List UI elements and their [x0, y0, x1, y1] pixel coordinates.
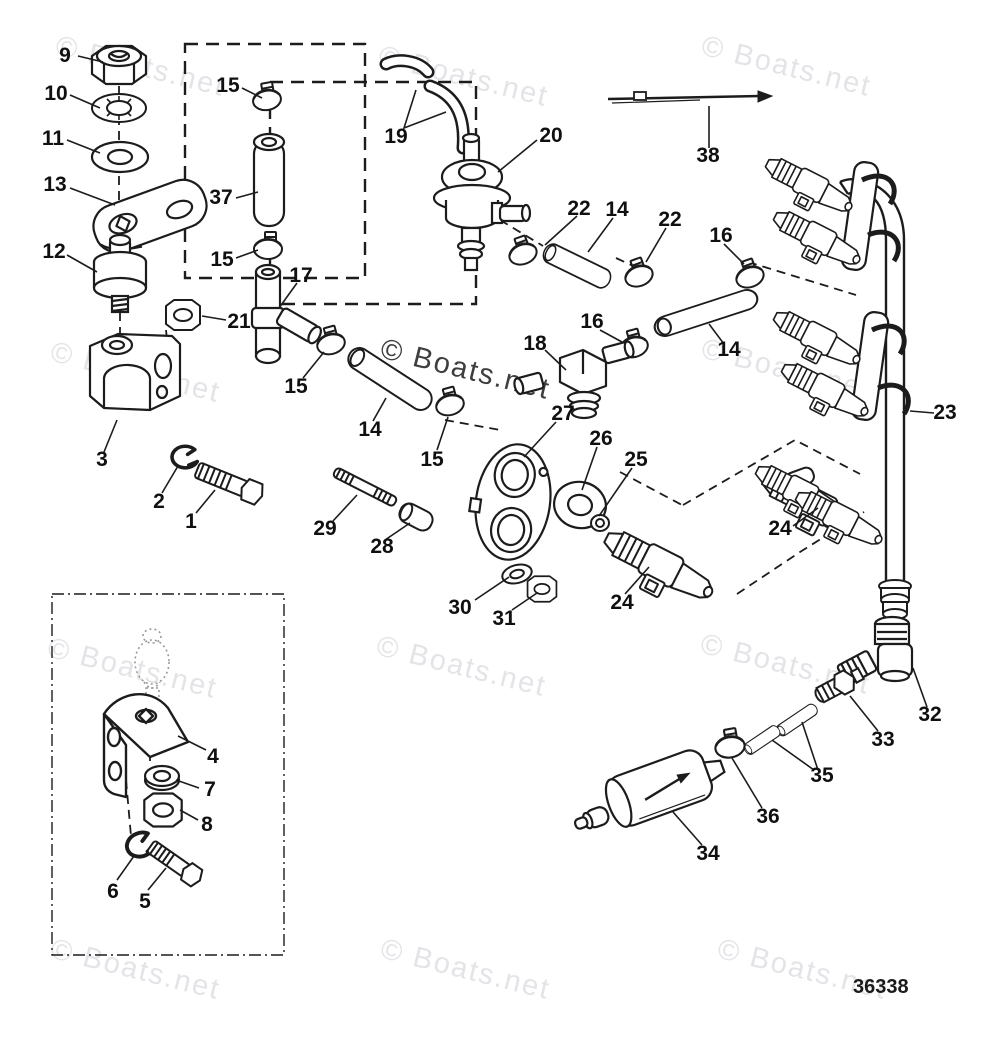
callout-38: 38	[696, 144, 720, 167]
callout-9: 9	[59, 44, 71, 67]
callout-20: 20	[539, 124, 563, 147]
callout-37: 37	[209, 186, 233, 209]
callout-18: 18	[523, 332, 547, 355]
callout-14: 14	[605, 198, 629, 221]
callout-15: 15	[210, 248, 234, 271]
fitting-33	[814, 666, 866, 704]
plate-27	[468, 443, 552, 561]
callout-5: 5	[139, 890, 151, 913]
callout-10: 10	[44, 82, 68, 105]
fuel-filter-34	[573, 749, 726, 830]
callout-16: 16	[709, 224, 733, 247]
callout-31: 31	[492, 607, 516, 630]
injector-cluster-lower	[745, 458, 889, 562]
bolt-1	[194, 462, 264, 506]
hardware-box	[51, 593, 285, 956]
ghost-pump	[134, 628, 170, 699]
ring-25	[590, 514, 610, 532]
callout-23: 23	[933, 401, 957, 424]
callout-2: 2	[153, 490, 165, 513]
leader-lines	[66, 55, 935, 891]
callout-21: 21	[227, 310, 251, 333]
callout-11: 11	[41, 127, 65, 150]
mount-12	[92, 233, 148, 314]
washer-7	[143, 764, 181, 792]
callout-8: 8	[201, 813, 213, 836]
callout-3: 3	[96, 448, 108, 471]
callout-16: 16	[580, 310, 604, 333]
callout-15: 15	[420, 448, 444, 471]
callout-13: 13	[43, 173, 67, 196]
bracket-3	[88, 332, 182, 412]
washer-11	[90, 140, 150, 174]
stud-29	[332, 467, 398, 507]
callout-29: 29	[313, 517, 337, 540]
callout-24: 24	[610, 591, 634, 614]
callout-17: 17	[289, 264, 313, 287]
nut-9	[90, 44, 148, 86]
callout-27: 27	[551, 402, 575, 425]
callout-6: 6	[107, 880, 119, 903]
injector-cluster-top	[755, 151, 901, 282]
bracket-4	[102, 693, 190, 799]
callout-30: 30	[448, 596, 472, 619]
tube-37	[252, 132, 286, 228]
tee-fitting-17	[250, 263, 322, 365]
bolt-5	[146, 840, 204, 888]
callout-32: 32	[918, 703, 942, 726]
callout-25: 25	[624, 448, 648, 471]
callout-34: 34	[696, 842, 720, 865]
callout-15: 15	[216, 74, 240, 97]
callout-7: 7	[204, 778, 216, 801]
callout-12: 12	[42, 240, 66, 263]
callout-4: 4	[207, 745, 219, 768]
callout-22: 22	[567, 197, 591, 220]
grommet-26	[553, 480, 607, 530]
injector-cluster-middle	[763, 304, 911, 434]
callout-36: 36	[756, 805, 780, 828]
pressure-regulator-20	[432, 132, 532, 272]
callout-14: 14	[358, 418, 382, 441]
tee-fitting-18	[513, 340, 635, 420]
callout-19: 19	[384, 125, 408, 148]
callout-15: 15	[284, 375, 308, 398]
callout-33: 33	[871, 728, 895, 751]
callout-28: 28	[370, 535, 394, 558]
callout-26: 26	[589, 427, 613, 450]
diagram-number: 36338	[853, 976, 909, 998]
callout-1: 1	[185, 510, 197, 533]
star-washer-10	[91, 93, 147, 123]
callout-35: 35	[810, 764, 834, 787]
cable-tie-38	[607, 90, 774, 104]
callout-14: 14	[717, 338, 741, 361]
callout-22: 22	[658, 208, 682, 231]
callout-24: 24	[768, 517, 792, 540]
